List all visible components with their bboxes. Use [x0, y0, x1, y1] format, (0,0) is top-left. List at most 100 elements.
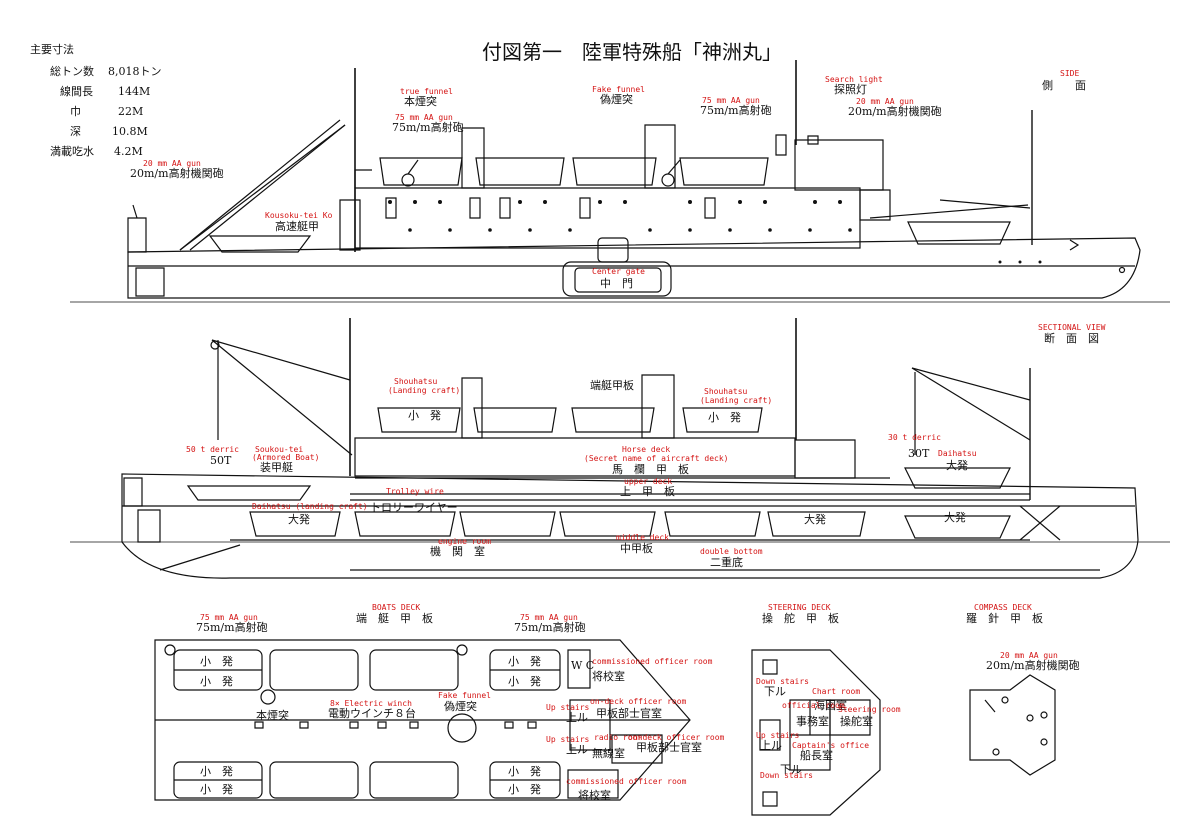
label-jp: 大発 — [946, 459, 968, 472]
label-jp: 中甲板 — [620, 542, 653, 555]
boats-deck-title-jp: 端 艇 甲 板 — [356, 612, 433, 625]
spec-value: 144M — [118, 85, 151, 98]
compass-deck-title-en: COMPASS DECK — [974, 603, 1032, 612]
label-en: 30 t derric — [888, 433, 941, 442]
label-jp: 75m/m高射砲 — [392, 121, 464, 134]
label-jp: 上ル — [566, 711, 588, 724]
boat-label: 小 発 — [508, 655, 541, 668]
label-jp: 馬 欄 甲 板 — [612, 463, 689, 476]
section-title-jp: 断 面 図 — [1044, 332, 1099, 345]
label-en: 75 mm AA gun — [702, 96, 760, 105]
label-jp: 船長室 — [800, 749, 833, 762]
label-jp: 20m/m高射機関砲 — [848, 105, 942, 118]
label-jp: 上ル — [760, 739, 782, 752]
label-en: commissioned officer room — [592, 657, 713, 666]
boat-label: 小 発 — [200, 765, 233, 778]
label-en: Up stairs — [756, 731, 800, 740]
label-jp: 中 門 — [600, 277, 633, 290]
boat-label: 小 発 — [508, 783, 541, 796]
label-jp: 50T — [210, 454, 232, 467]
label-jp: 30T — [908, 447, 930, 460]
label-en: Shouhatsu — [704, 387, 748, 396]
label-jp: 下ル — [764, 685, 786, 698]
label-en: Up stairs — [546, 735, 590, 744]
label-en: Kousoku-tei Ko — [265, 211, 333, 220]
label-jp: 20m/m高射機関砲 — [986, 659, 1080, 672]
label-en: Daihatsu — [938, 449, 977, 458]
label-jp: 甲板部士官室 — [596, 707, 662, 720]
label-jp: 20m/m高射機関砲 — [130, 167, 224, 180]
compass-deck-title-jp: 羅 針 甲 板 — [966, 612, 1043, 625]
label-en: double bottom — [700, 547, 763, 556]
side-title-en: SIDE — [1060, 69, 1080, 78]
label-en: upper deck — [624, 477, 673, 486]
label-en: true funnel — [400, 87, 453, 96]
label-jp: 本煙突 — [256, 709, 289, 722]
label-jp: 操舵室 — [840, 715, 873, 728]
label-en: Fake funnel — [438, 691, 491, 700]
page-title: 付図第一 陸軍特殊船「神洲丸」 — [482, 40, 782, 64]
label-en: 8× Electric winch — [330, 699, 412, 708]
label-jp: 電動ウインチ８台 — [328, 707, 416, 720]
label-jp: トロリーワイヤー — [370, 501, 458, 514]
label-jp: 下ル — [780, 763, 802, 776]
spec-key: 総トン数 — [50, 65, 94, 78]
label-en: engine room — [438, 537, 491, 546]
label-jp: 将校室 — [578, 789, 611, 802]
label-en: Center gate — [592, 267, 645, 276]
label-en: on-deck officer room — [590, 697, 687, 706]
label-en: 50 t derric — [186, 445, 239, 454]
boat-label: 小 発 — [508, 675, 541, 688]
label-en: Captain's office — [792, 741, 870, 750]
label-en: Search light — [825, 75, 883, 84]
label-en: 20 mm AA gun — [143, 159, 201, 168]
label-jp: 大発 — [944, 511, 966, 524]
label-jp: 上 甲 板 — [620, 485, 675, 498]
boats-deck-drawing — [155, 640, 690, 800]
boat-label: 小 発 — [200, 675, 233, 688]
label-jp: 小 発 — [408, 409, 441, 422]
label-jp: 75m/m高射砲 — [700, 104, 772, 117]
label-jp: 大発 — [804, 513, 826, 526]
label-jp: 小 発 — [708, 411, 741, 424]
label-en: 75 mm AA gun — [520, 613, 578, 622]
label-jp: 75m/m高射砲 — [196, 621, 268, 634]
specs-heading: 主要寸法 — [30, 43, 74, 56]
boat-label: 小 発 — [200, 655, 233, 668]
label-en: Soukou-tei — [255, 445, 304, 454]
label-en: Daihatsu (landing craft) — [252, 502, 368, 511]
spec-value: 4.2M — [114, 145, 143, 158]
label-jp: 二重底 — [710, 556, 743, 569]
label-en: Down stairs — [760, 771, 813, 780]
label-jp: W C — [571, 659, 595, 672]
label-jp: 無線室 — [592, 747, 625, 760]
section-title-en: SECTIONAL VIEW — [1038, 323, 1106, 332]
label-en: (Armored Boat) — [252, 453, 320, 462]
steering-deck-drawing — [752, 650, 880, 815]
label-en: 75 mm AA gun — [395, 113, 453, 122]
spec-key: 巾 — [70, 105, 81, 118]
spec-value: 10.8M — [112, 125, 148, 138]
label-en: 75 mm AA gun — [200, 613, 258, 622]
spec-value: 8,018トン — [108, 65, 162, 78]
label-en: Up stairs — [546, 703, 590, 712]
label-jp: 海図室 — [814, 699, 847, 712]
label-en: 20 mm AA gun — [1000, 651, 1058, 660]
spec-key: 線間長 — [60, 85, 93, 98]
label-en: Down stairs — [756, 677, 809, 686]
label-jp: 偽煙突 — [600, 93, 633, 106]
label-jp: 甲板部士官室 — [636, 741, 702, 754]
label-jp: 本煙突 — [404, 95, 437, 108]
label-en: Fake funnel — [592, 85, 645, 94]
label-jp: 大発 — [288, 513, 310, 526]
spec-value: 22M — [118, 105, 144, 118]
label-en: Shouhatsu — [394, 377, 438, 386]
label-jp: 上ル — [566, 743, 588, 756]
steering-deck-title-en: STEERING DECK — [768, 603, 831, 612]
spec-key: 深 — [70, 125, 81, 138]
label-en: commissioned officer room — [566, 777, 687, 786]
label-jp: 探照灯 — [834, 83, 867, 96]
label-en: (Secret name of aircraft deck) — [584, 454, 729, 463]
